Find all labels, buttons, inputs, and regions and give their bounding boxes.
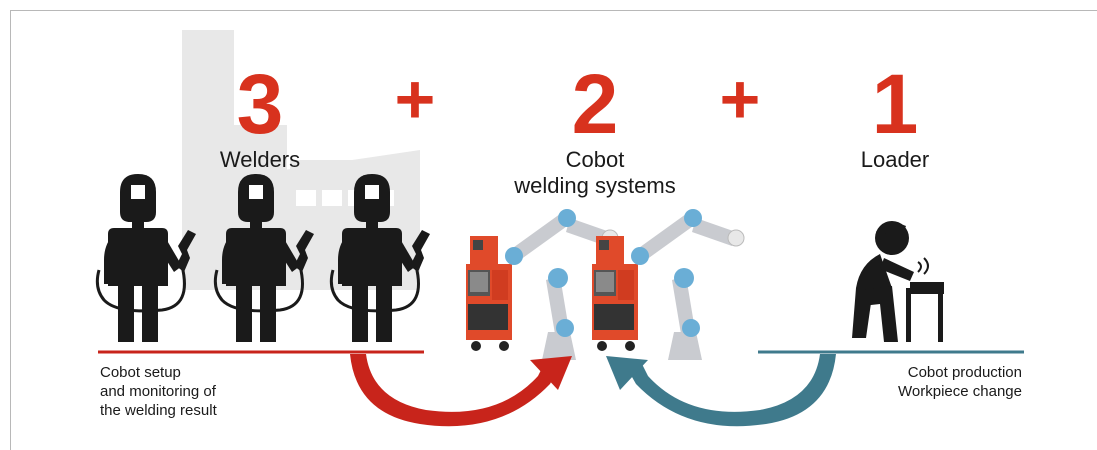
frame-top-line [10, 10, 1097, 11]
welders-count: 3 [236, 57, 284, 151]
welders-label: Welders [219, 147, 301, 172]
welder-icon [213, 172, 316, 344]
loader-worker-icon [852, 221, 944, 342]
cobot-label-line1: Cobot [565, 147, 625, 172]
cobot-label-line2: welding systems [514, 173, 676, 198]
plus-sign-2: + [719, 60, 761, 138]
welder-icon [329, 172, 432, 344]
welders-note: Cobot setup and monitoring of the weldin… [100, 364, 217, 419]
loader-note-line2: Workpiece change [898, 383, 1022, 400]
cobot-count: 2 [571, 57, 619, 151]
welder-icon [95, 172, 198, 344]
teal-flow-arrow [606, 354, 836, 427]
loader-note-line1: Cobot production [907, 364, 1022, 381]
frame-left-line [10, 10, 11, 450]
red-flow-arrow [350, 354, 572, 427]
plus-sign-1: + [394, 60, 436, 138]
loader-count: 1 [871, 57, 919, 151]
loader-label: Loader [860, 147, 930, 172]
